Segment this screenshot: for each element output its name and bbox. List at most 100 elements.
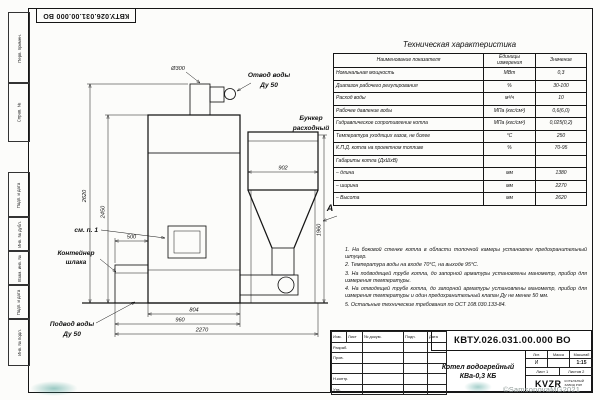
stamp-label: Перв. примен. [16,33,22,63]
tech-table: Наименование показателя Единицы измерени… [333,53,587,206]
notes-list: 1. На боковой стенке котла в области топ… [345,247,587,310]
tech-table-cell: Рабочее давление воды [333,104,484,118]
signature-row [331,362,447,374]
tech-table-cell: Габариты котла (ДхШхВ) [333,154,484,168]
mass-header: Масса [548,351,570,359]
svg-text:1960: 1960 [317,223,323,236]
row-label [331,362,363,374]
mass-value [548,359,570,368]
tech-table-cell: % [483,79,536,93]
stamp-podp-data-1: Подп. и дата [8,172,30,218]
row-label: Разраб. [331,341,363,353]
stamp-sprav: Справ. № [8,82,30,142]
svg-text:Бункер: Бункер [299,115,322,122]
scale-value: 1:15 [570,359,593,368]
title-block: Изм. Лист № докум. Подп. Дата Разраб. Пр… [330,330,593,395]
company-logo: KVZR КОТЕЛЬНЫЙ ЗАВОД РЭП [526,376,593,392]
tech-header-name: Наименование показателя [333,53,484,68]
row-label: Утв. [331,383,363,395]
stamp-label: Инв. № дубл. [16,220,22,248]
tech-title: Техническая характеристика [402,40,517,49]
sheets-total: Листов 2 [559,368,593,376]
tech-table-cell: 10 [535,92,587,106]
tech-table-cell: 2620 [535,192,587,206]
signature-row: Н.контр. [331,373,447,385]
col-header: Лист [346,331,363,343]
svg-text:960: 960 [175,318,185,324]
svg-text:Подвод воды: Подвод воды [50,320,95,328]
tech-table-cell: 0,6(6,0) [535,104,587,118]
dimension-lines: 2620 2450 500 902 1960 804 [82,66,327,337]
tech-table-cell: МПа (кгс/см²) [483,117,536,131]
product-name-line2: КВа-0,3 КБ [459,373,497,380]
svg-text:500: 500 [127,235,137,241]
title-block-doc-code: КВТУ.026.031.00.000 ВО [431,331,593,351]
svg-text:Отвод воды: Отвод воды [248,71,291,79]
top-doc-code-box: КВТУ.026.031.00.000 ВО [36,8,136,23]
tech-table-row: К.П.Д. котла на проектном топливе%70-95 [333,142,587,156]
col-header: Подп. [403,331,428,343]
tech-table-cell: Номинальная мощность [333,67,484,81]
view-arrow-a: А [323,203,338,221]
fuel-feeder [239,274,299,296]
revision-header-row: Изм. Лист № докум. Подп. Дата [331,331,447,343]
tech-table-cell: Расход воды [333,92,484,106]
tech-table-cell: Гидравлическое сопротивление котла [333,117,484,131]
tech-table-cell: Диапазон рабочего регулирования [333,79,484,93]
tech-table-row: Диапазон рабочего регулирования%30-100 [333,79,587,93]
stamp-vzam-inv: Взам. инв. № [8,250,30,286]
col-header: № докум. [362,331,404,343]
note-item: 5. Остальные технические требования по О… [345,301,506,308]
svg-text:2270: 2270 [195,328,209,334]
boiler-drawing: 2620 2450 500 902 1960 804 [50,66,338,338]
svg-text:2620: 2620 [82,189,88,203]
svg-text:Контейнер: Контейнер [58,249,95,257]
tech-header-units: Единицы измерения [483,53,536,68]
tech-table-cell [535,154,587,168]
note-item: 1. На боковой стенке котла в области топ… [345,247,587,260]
tech-table-cell: – длина [333,167,484,181]
tech-table-cell [483,154,536,168]
lit-value: И [526,359,548,368]
svg-text:2450: 2450 [101,205,107,219]
tech-table-row: Габариты котла (ДхШхВ) [333,154,587,168]
top-doc-code: КВТУ.026.031.00.000 ВО [42,12,130,19]
tech-table-cell: % [483,142,536,156]
lit-header: Лит. [526,351,548,359]
note-item: 3. На подводящей трубе котла, до запорно… [345,270,587,284]
signature-row: Пров. [331,352,447,364]
svg-text:расходный: расходный [292,124,330,132]
svg-text:А: А [326,203,334,213]
revision-table: Изм. Лист № докум. Подп. Дата Разраб. Пр… [331,331,447,395]
callout-labels: Отвод воды Ду 50 Бункер расходный см. п.… [50,71,329,338]
stamp-perv-primen: Перв. примен. [8,12,30,84]
company-sub-line2: ЗАВОД РЭП [564,383,583,387]
svg-text:902: 902 [278,166,288,172]
tech-table-cell: – ширина [333,179,484,193]
tech-table-cell: МВт [483,67,536,81]
company-logo-text: KVZR [535,379,562,389]
slag-container [114,264,149,304]
drawing-frame [28,8,593,393]
note-item: 2. Температура воды на входе 70°С, на вы… [345,262,479,269]
tech-table-cell: 250 [535,129,587,143]
svg-text:шлака: шлака [66,259,87,266]
tech-table-cell: К.П.Д. котла на проектном топливе [333,142,484,156]
tech-table-cell: Температура уходящих газов, не более [333,129,484,143]
tech-table-cell: 0,025(0,2) [535,117,587,131]
tech-table-header-row: Наименование показателя Единицы измерени… [333,53,587,68]
tech-table-cell: МПа (кгс/см²) [483,104,536,118]
svg-text:804: 804 [189,308,198,314]
stamp-label: Подп. и дата [16,182,22,208]
company-logo-subtext: КОТЕЛЬНЫЙ ЗАВОД РЭП [565,380,584,387]
tech-header-value: Значение [535,53,587,68]
